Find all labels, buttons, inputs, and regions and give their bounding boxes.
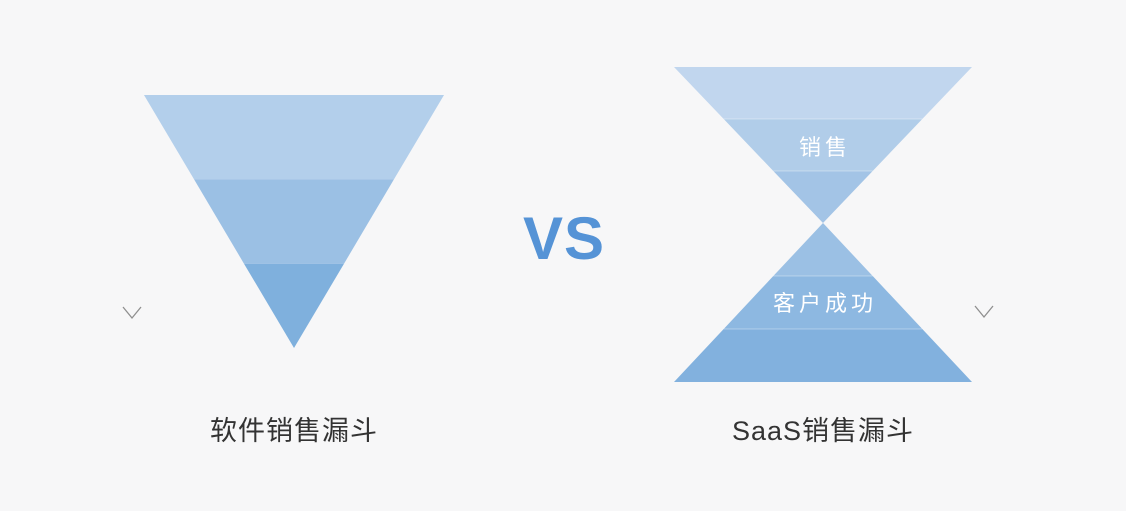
saas-top-stage-1 [674,67,972,119]
down-arrow-icon [974,132,994,319]
left-funnel-title: 软件销售漏斗 [210,416,378,446]
left-funnel-stage-1 [144,95,444,180]
saas-bottom-stage-3 [674,329,972,382]
sales-segment-label: 销售 [799,135,851,160]
customer-success-segment-label: 客户成功 [773,291,877,316]
right-funnel-title: SaaS销售漏斗 [731,416,915,446]
vs-label: VS [522,205,606,272]
software-sales-funnel [144,95,444,348]
left-funnel-stage-2 [194,179,394,264]
left-funnel-stage-3 [244,263,344,348]
arrow-head [122,306,142,320]
saas-top-stage-3 [773,171,873,223]
down-arrow-icon [122,133,142,320]
arrow-head [974,305,994,319]
saas-top-stage-2 [723,119,923,171]
saas-sales-funnel: 销售 客户成功 [674,67,972,382]
saas-bottom-stage-2 [723,276,923,329]
saas-bottom-stage-1 [773,223,873,276]
